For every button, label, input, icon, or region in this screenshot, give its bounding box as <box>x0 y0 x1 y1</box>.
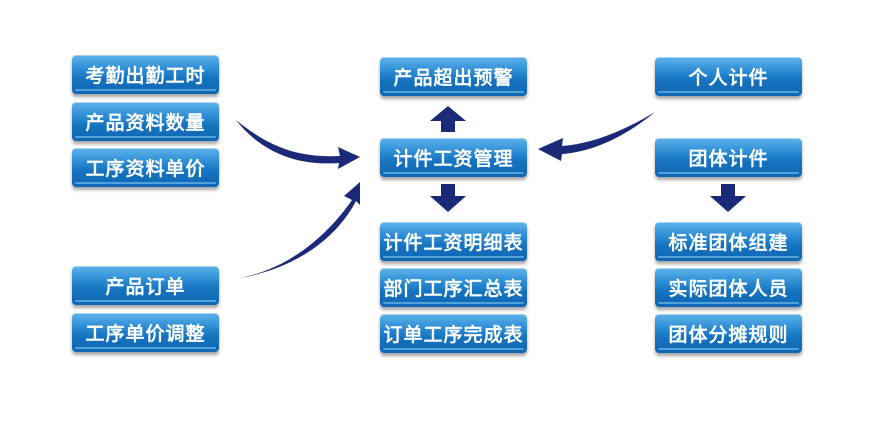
box-group-allocation-rules: 团体分摊规则 <box>655 314 802 353</box>
curved-arrow-from-right <box>538 112 655 161</box>
box-process-price-adjust: 工序单价调整 <box>72 313 219 352</box>
box-process-unit-price: 工序资料单价 <box>72 148 219 187</box>
box-label: 订单工序完成表 <box>383 324 524 346</box>
box-label: 个人计件 <box>688 67 769 89</box>
box-label: 计件工资管理 <box>393 148 514 170</box>
box-attendance-hours: 考勤出勤工时 <box>72 55 219 94</box>
box-label: 产品订单 <box>105 276 186 298</box>
box-actual-group-members: 实际团体人员 <box>655 268 802 307</box>
box-label: 团体分摊规则 <box>668 324 789 346</box>
up-arrow-to-alert <box>430 106 466 132</box>
box-label: 部门工序汇总表 <box>383 278 524 300</box>
box-label: 工序资料单价 <box>85 158 206 180</box>
box-piecework-wage-mgmt: 计件工资管理 <box>380 138 527 177</box>
box-label: 计件工资明细表 <box>383 232 524 254</box>
box-label: 工序单价调整 <box>85 323 206 345</box>
down-arrow-to-tables <box>430 184 466 212</box>
box-label: 产品资料数量 <box>85 112 206 134</box>
curved-arrow-from-upper-left <box>236 120 360 169</box>
down-arrow-to-group-setup <box>710 184 746 212</box>
curved-arrow-from-lower-left <box>240 182 360 278</box>
box-individual-piecework: 个人计件 <box>655 57 802 96</box>
box-label: 产品超出预警 <box>393 67 514 89</box>
box-product-material-qty: 产品资料数量 <box>72 102 219 141</box>
box-dept-process-summary: 部门工序汇总表 <box>380 268 527 307</box>
box-standard-group-setup: 标准团体组建 <box>655 222 802 261</box>
box-label: 团体计件 <box>688 148 769 170</box>
box-group-piecework: 团体计件 <box>655 138 802 177</box>
box-label: 考勤出勤工时 <box>85 65 206 87</box>
box-wage-detail-table: 计件工资明细表 <box>380 222 527 261</box>
box-label: 标准团体组建 <box>668 232 789 254</box>
box-order-process-completion: 订单工序完成表 <box>380 314 527 353</box>
box-output-overrun-alert: 产品超出预警 <box>380 57 527 96</box>
box-label: 实际团体人员 <box>668 278 789 300</box>
box-product-order: 产品订单 <box>72 266 219 305</box>
